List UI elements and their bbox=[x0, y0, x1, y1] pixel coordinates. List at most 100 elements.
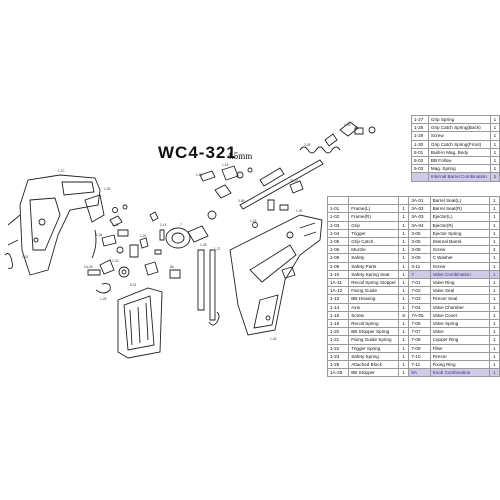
part-qty: 1 bbox=[488, 237, 500, 247]
part-qty: 1 bbox=[397, 212, 410, 222]
part-name: Filter bbox=[429, 343, 490, 353]
svg-text:1-13: 1-13 bbox=[196, 173, 203, 177]
part-qty: 1 bbox=[397, 261, 410, 271]
part-name: Firecer bbox=[429, 351, 490, 362]
part-code: 1-04 bbox=[326, 228, 350, 239]
part-code: 3-06 bbox=[408, 237, 431, 247]
part-name: Frame(R) bbox=[348, 212, 399, 222]
part-qty: 1 bbox=[488, 228, 500, 239]
part-code: 1-08 bbox=[326, 253, 350, 263]
part-name: Muzzle bbox=[348, 245, 399, 255]
svg-text:8A: 8A bbox=[170, 265, 175, 269]
center-parts bbox=[165, 165, 253, 326]
part-qty: 1 bbox=[397, 237, 410, 247]
part-name: Axis bbox=[348, 302, 399, 312]
part-qty: 1 bbox=[397, 286, 410, 296]
part-name: Safety Spring Seat bbox=[348, 269, 399, 280]
part-qty: 1 bbox=[488, 302, 500, 312]
part-qty: 1 bbox=[397, 253, 410, 263]
part-code: 1-01 bbox=[326, 204, 350, 214]
svg-text:1-02: 1-02 bbox=[296, 209, 303, 213]
part-qty: 2 bbox=[488, 245, 500, 255]
part-name: Valve Cover bbox=[429, 310, 490, 321]
part-code: 7-04 bbox=[408, 302, 431, 312]
part-qty: 1 bbox=[488, 269, 500, 280]
svg-text:1-04: 1-04 bbox=[96, 233, 103, 237]
part-code: 1-13 bbox=[326, 294, 350, 304]
part-qty: 1 bbox=[397, 351, 410, 362]
part-qty: 1 bbox=[397, 335, 410, 345]
part-code: 1-30 bbox=[411, 139, 429, 149]
part-qty: 1 bbox=[489, 131, 500, 141]
part-code: 1-28 bbox=[411, 123, 429, 133]
part-code: 1A-12 bbox=[326, 286, 350, 296]
part-qty: 1 bbox=[488, 327, 500, 337]
part-name: Ejector(R) bbox=[429, 220, 490, 230]
part-name: Knob Combination bbox=[429, 368, 490, 378]
part-qty: 1 bbox=[488, 351, 500, 362]
part-qty: 1 bbox=[488, 335, 500, 345]
part-qty: 1 bbox=[488, 360, 500, 370]
part-name: Frame(L) bbox=[348, 204, 399, 214]
part-name: Screw bbox=[348, 310, 399, 321]
part-qty: 1 bbox=[488, 212, 500, 222]
part-code: 1-20 bbox=[326, 327, 350, 337]
part-qty: 1 bbox=[488, 286, 500, 296]
svg-text:7: 7 bbox=[180, 223, 182, 227]
part-code: 1-25 bbox=[326, 360, 350, 370]
part-qty: 1 bbox=[488, 204, 500, 214]
part-code: 3A-01 bbox=[408, 195, 431, 206]
part-code: 1A-11 bbox=[326, 278, 350, 288]
part-name: BB Housing bbox=[348, 294, 399, 304]
part-code: 1-06 bbox=[326, 245, 350, 255]
part-name: C Washer bbox=[429, 253, 490, 263]
part-name bbox=[348, 195, 399, 206]
part-code: 3A-02 bbox=[408, 204, 431, 214]
part-qty: 1 bbox=[488, 278, 500, 288]
part-code: 3-11 bbox=[408, 261, 431, 271]
svg-text:3A-01: 3A-01 bbox=[290, 179, 299, 183]
part-name: Barrel Seat(L) bbox=[429, 195, 490, 206]
part-qty: 1 bbox=[488, 261, 500, 271]
svg-text:3-05: 3-05 bbox=[304, 143, 311, 147]
part-name: Valve Combination bbox=[429, 269, 490, 280]
part-name: Trigger bbox=[348, 228, 399, 239]
part-name: Attached Block bbox=[348, 360, 399, 370]
part-name: Valve Ring bbox=[429, 278, 490, 288]
part-code: 1-05 bbox=[326, 237, 350, 247]
part-name: Grip bbox=[348, 220, 399, 230]
part-name: BB Stopper bbox=[348, 368, 399, 378]
part-code: 8A bbox=[408, 368, 431, 378]
part-name: Safety Spring bbox=[348, 351, 399, 362]
svg-text:1-03: 1-03 bbox=[270, 337, 277, 341]
part-name: Fixing Ring bbox=[429, 360, 490, 370]
part-code: 7-10 bbox=[408, 351, 431, 362]
part-code: 1-14 bbox=[326, 302, 350, 312]
part-code: 3A-03 bbox=[408, 212, 431, 222]
part-qty: 1 bbox=[397, 204, 410, 214]
part-qty: 1 bbox=[397, 327, 410, 337]
part-name: Screw bbox=[429, 245, 490, 255]
svg-text:1-15: 1-15 bbox=[250, 219, 257, 223]
part-qty: 1 bbox=[488, 220, 500, 230]
part-qty: 1 bbox=[489, 156, 500, 166]
part-name: BB Follow bbox=[427, 156, 491, 166]
part-qty: 1 bbox=[488, 319, 500, 329]
part-name: Barrel Seat(R) bbox=[429, 204, 490, 214]
